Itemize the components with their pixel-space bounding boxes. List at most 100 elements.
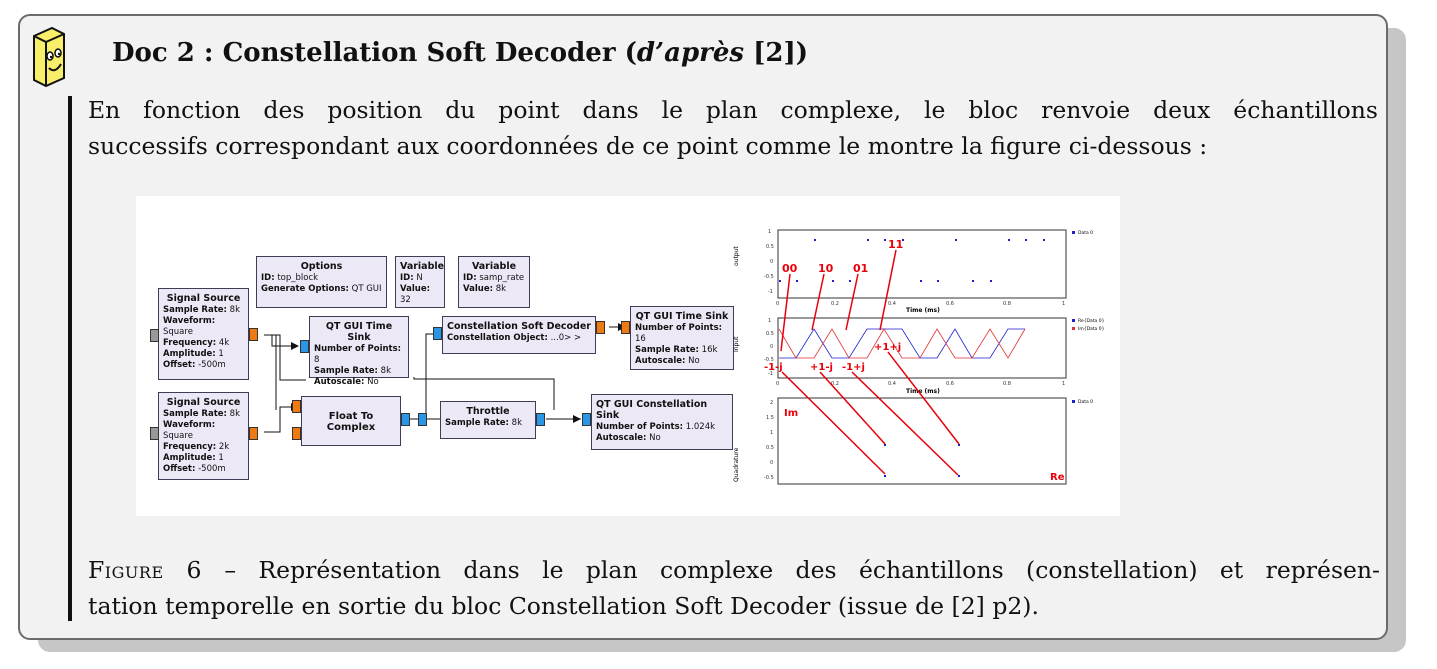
- svg-text:0.4: 0.4: [888, 381, 896, 387]
- middle-plot-xlabel: Time (ms): [906, 388, 940, 395]
- bottom-legend-swatch: [1072, 400, 1075, 403]
- time-sink-2-title: QT GUI Time Sink: [635, 311, 729, 322]
- constellation-sink-block[interactable]: QT GUI Constellation Sink Number of Poin…: [591, 394, 733, 450]
- middle-legend-label-2: Im{Data 0}: [1078, 326, 1105, 332]
- decoder-in-port[interactable]: [433, 327, 442, 340]
- caption-line-2: tation temporelle en sortie du bloc Cons…: [88, 592, 1039, 620]
- svg-text:-1: -1: [768, 371, 773, 377]
- variable-n-block[interactable]: Variable ID: N Value: 32: [395, 256, 445, 308]
- decoder-out-port[interactable]: [596, 321, 605, 334]
- options-block[interactable]: Options ID: top_block Generate Options: …: [256, 256, 387, 308]
- constellation-sink-title: QT GUI Constellation Sink: [596, 399, 708, 421]
- tsink1-in-port[interactable]: [300, 340, 309, 353]
- throttle-out-port[interactable]: [536, 413, 545, 426]
- re-label: Re: [1050, 472, 1065, 483]
- svg-text:0.5: 0.5: [766, 244, 774, 250]
- middle-legend-label-1: Re{Data 0}: [1078, 318, 1105, 324]
- intro-paragraph: En fonction des position du point dans l…: [88, 92, 1378, 164]
- svg-text:0.5: 0.5: [766, 331, 774, 337]
- bottom-plot-ylabel: Quadrature: [733, 447, 740, 482]
- para-line-1: En fonction des position du point dans l…: [88, 96, 1378, 124]
- middle-legend-swatch-2: [1072, 327, 1075, 330]
- float-to-complex-block[interactable]: Float To Complex: [301, 396, 401, 446]
- figure-image: Options ID: top_block Generate Options: …: [136, 196, 1120, 516]
- top-plot-ylabel: output: [733, 246, 740, 266]
- svg-text:01: 01: [853, 262, 868, 275]
- f2c-in-port-2[interactable]: [292, 427, 301, 440]
- caption-line-1: Figure 6 – Représentation dans le plan c…: [88, 552, 1380, 588]
- src1-in-port: [150, 329, 159, 342]
- caption-label: Figure 6: [88, 556, 202, 584]
- svg-text:0.2: 0.2: [831, 381, 839, 387]
- svg-text:-0.5: -0.5: [764, 357, 774, 363]
- time-sink-2-block[interactable]: QT GUI Time Sink Number of Points: 16 Sa…: [630, 306, 734, 370]
- tsink2-in-port[interactable]: [621, 321, 630, 334]
- signal-source-1-block[interactable]: Signal Source Sample Rate: 8k Waveform: …: [158, 288, 249, 380]
- top-plot-xticks: 0 0.2 0.4 0.6 0.8 1: [776, 301, 1065, 307]
- middle-legend-swatch-1: [1072, 319, 1075, 322]
- top-legend-swatch: [1072, 231, 1075, 234]
- svg-text:0.6: 0.6: [946, 381, 954, 387]
- svg-text:+1+j: +1+j: [874, 342, 901, 353]
- svg-text:0: 0: [776, 381, 779, 387]
- title-italic: d’après: [636, 38, 745, 68]
- annotation-lines: [780, 249, 960, 476]
- middle-plot-xticks: 0 0.2 0.4 0.6 0.8 1: [776, 381, 1065, 387]
- im-label: Im: [784, 408, 798, 419]
- svg-text:0: 0: [770, 259, 773, 265]
- doc-title: Doc 2 : Constellation Soft Decoder (d’ap…: [112, 38, 808, 68]
- constellation-points: [884, 444, 960, 477]
- book-icon: [33, 26, 65, 88]
- svg-text:0: 0: [776, 301, 779, 307]
- svg-text:1.5: 1.5: [766, 415, 774, 421]
- src2-out-port[interactable]: [249, 427, 258, 440]
- svg-text:-0.5: -0.5: [764, 274, 774, 280]
- svg-text:-1: -1: [768, 289, 773, 295]
- series-re: [779, 328, 1025, 359]
- bottom-legend-label: Data 0: [1078, 399, 1093, 405]
- svg-text:0.8: 0.8: [1003, 381, 1011, 387]
- svg-text:-1-j: -1-j: [764, 362, 783, 373]
- svg-text:11: 11: [888, 238, 903, 251]
- svg-text:1: 1: [1062, 381, 1065, 387]
- title-prefix: Doc 2 : Constellation Soft Decoder (: [112, 38, 637, 68]
- options-id-row: ID: top_block: [261, 273, 319, 283]
- variable-samp-rate-block[interactable]: Variable ID: samp_rate Value: 8k: [458, 256, 530, 308]
- svg-text:0: 0: [770, 344, 773, 350]
- constellation-soft-decoder-block[interactable]: Constellation Soft Decoder Constellation…: [442, 316, 596, 354]
- svg-text:-0.5: -0.5: [764, 475, 774, 481]
- csink-in-port[interactable]: [582, 413, 591, 426]
- signal-source-1-title: Signal Source: [166, 293, 241, 304]
- variable-rate-title: Variable: [471, 261, 517, 272]
- svg-text:00: 00: [782, 262, 798, 275]
- title-suffix: [2]): [744, 38, 809, 68]
- f2c-out-port[interactable]: [401, 413, 410, 426]
- time-sink-1-title: QT GUI Time Sink: [325, 321, 393, 343]
- svg-text:0: 0: [770, 460, 773, 466]
- figure-caption: Figure 6 – Représentation dans le plan c…: [88, 552, 1380, 624]
- svg-text:0.8: 0.8: [1003, 301, 1011, 307]
- src1-out-port[interactable]: [249, 328, 258, 341]
- series-im: [778, 328, 1026, 359]
- f2c-in-port-1[interactable]: [292, 400, 301, 413]
- top-plot-yticks: 1 0.5 0 -0.5 -1: [764, 229, 774, 295]
- para-line-2: successifs correspondant aux coordonnées…: [88, 132, 1208, 160]
- svg-text:10: 10: [818, 262, 834, 275]
- options-gen-row: Generate Options: QT GUI: [261, 284, 382, 294]
- top-plot-frame: [777, 229, 1067, 299]
- signal-source-2-title: Signal Source: [166, 397, 241, 408]
- signal-source-2-block[interactable]: Signal Source Sample Rate: 8k Waveform: …: [158, 392, 249, 480]
- src2-in-port: [150, 427, 159, 440]
- svg-text:1: 1: [770, 430, 773, 436]
- caption-text-1: – Représentation dans le plan complexe d…: [201, 556, 1380, 584]
- svg-text:1: 1: [768, 229, 771, 235]
- svg-text:1: 1: [768, 318, 771, 324]
- left-rule: [68, 96, 72, 621]
- throttle-block[interactable]: Throttle Sample Rate: 8k: [440, 401, 536, 439]
- throttle-in-port[interactable]: [418, 413, 427, 426]
- top-legend-label: Data 0: [1078, 230, 1093, 236]
- middle-plot-ylabel: Input: [733, 336, 740, 352]
- svg-text:+1-j: +1-j: [810, 362, 833, 373]
- svg-text:0.5: 0.5: [766, 445, 774, 451]
- time-sink-1-block[interactable]: QT GUI Time Sink Number of Points: 8 Sam…: [309, 316, 409, 387]
